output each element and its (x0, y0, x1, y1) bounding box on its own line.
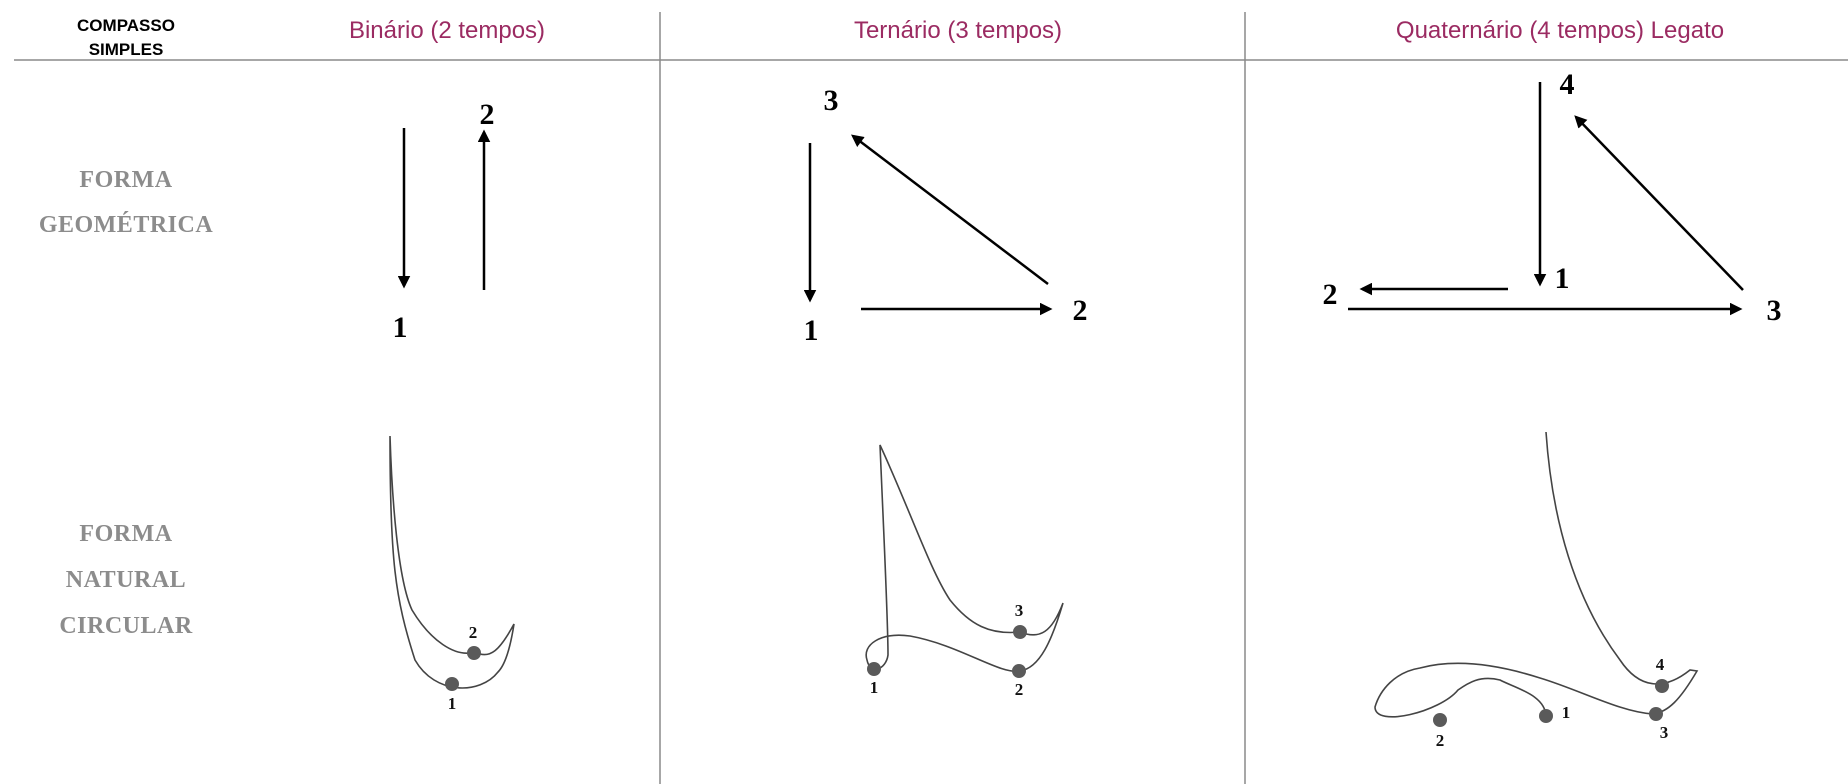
quaternary-beat-1-dot (1539, 709, 1553, 723)
ternary-natural-beat-2: 2 (1015, 680, 1024, 699)
ternary-beat-2-dot (1012, 664, 1026, 678)
column-header-ternary: Ternário (3 tempos) (854, 17, 1062, 44)
binary-beat-1: 1 (393, 311, 408, 344)
quaternary-beat-2-dot (1433, 713, 1447, 727)
quaternary-beat-2: 2 (1323, 278, 1338, 311)
quaternary-geometric-pattern: 1 2 3 4 (1323, 68, 1782, 327)
ternary-beat-3: 3 (824, 84, 839, 117)
quaternary-beat-3: 3 (1767, 294, 1782, 327)
ternary-beat-2: 2 (1073, 294, 1088, 327)
corner-header-line2: SIMPLES (89, 40, 164, 59)
binary-beat-2-dot (467, 646, 481, 660)
quaternary-natural-beat-4: 4 (1656, 655, 1665, 674)
quaternary-diagonal-arrow (1574, 115, 1744, 291)
ternary-geometric-pattern: 1 2 3 (804, 84, 1088, 347)
quaternary-natural-beat-2: 2 (1436, 731, 1445, 750)
binary-natural-curve (389, 435, 515, 689)
binary-natural-beat-2: 2 (469, 623, 478, 642)
quaternary-natural-pattern: 1 2 3 4 (1374, 431, 1699, 750)
row-label-natural-2: NATURAL (66, 567, 186, 593)
binary-beat-2: 2 (480, 98, 495, 131)
ternary-natural-pattern: 1 2 3 (865, 444, 1064, 699)
column-header-binary: Binário (2 tempos) (349, 17, 545, 44)
ternary-diagonal-arrow (851, 134, 1049, 285)
ternary-beat-3-dot (1013, 625, 1027, 639)
quaternary-beat-4: 4 (1560, 68, 1575, 101)
ternary-beat-1-dot (867, 662, 881, 676)
row-label-geometric-1: FORMA (79, 167, 172, 193)
ternary-natural-curve (865, 444, 1064, 673)
corner-header-line1: COMPASSO (77, 16, 175, 35)
quaternary-beat-4-dot (1655, 679, 1669, 693)
quaternary-natural-curve (1374, 431, 1699, 718)
row-label-natural-1: FORMA (79, 521, 172, 547)
ternary-natural-beat-1: 1 (870, 678, 879, 697)
row-label-natural-3: CIRCULAR (59, 613, 193, 639)
quaternary-beat-3-dot (1649, 707, 1663, 721)
ternary-beat-1: 1 (804, 314, 819, 347)
quaternary-natural-beat-3: 3 (1660, 723, 1669, 742)
quaternary-beat-1: 1 (1555, 262, 1570, 295)
binary-natural-beat-1: 1 (448, 694, 457, 713)
binary-beat-1-dot (445, 677, 459, 691)
row-label-geometric-2: GEOMÉTRICA (39, 212, 214, 238)
quaternary-natural-beat-1: 1 (1562, 703, 1571, 722)
binary-geometric-pattern: 1 2 (393, 98, 495, 344)
ternary-natural-beat-3: 3 (1015, 601, 1024, 620)
column-header-quaternary: Quaternário (4 tempos) Legato (1396, 17, 1724, 44)
binary-natural-pattern: 1 2 (389, 435, 515, 713)
